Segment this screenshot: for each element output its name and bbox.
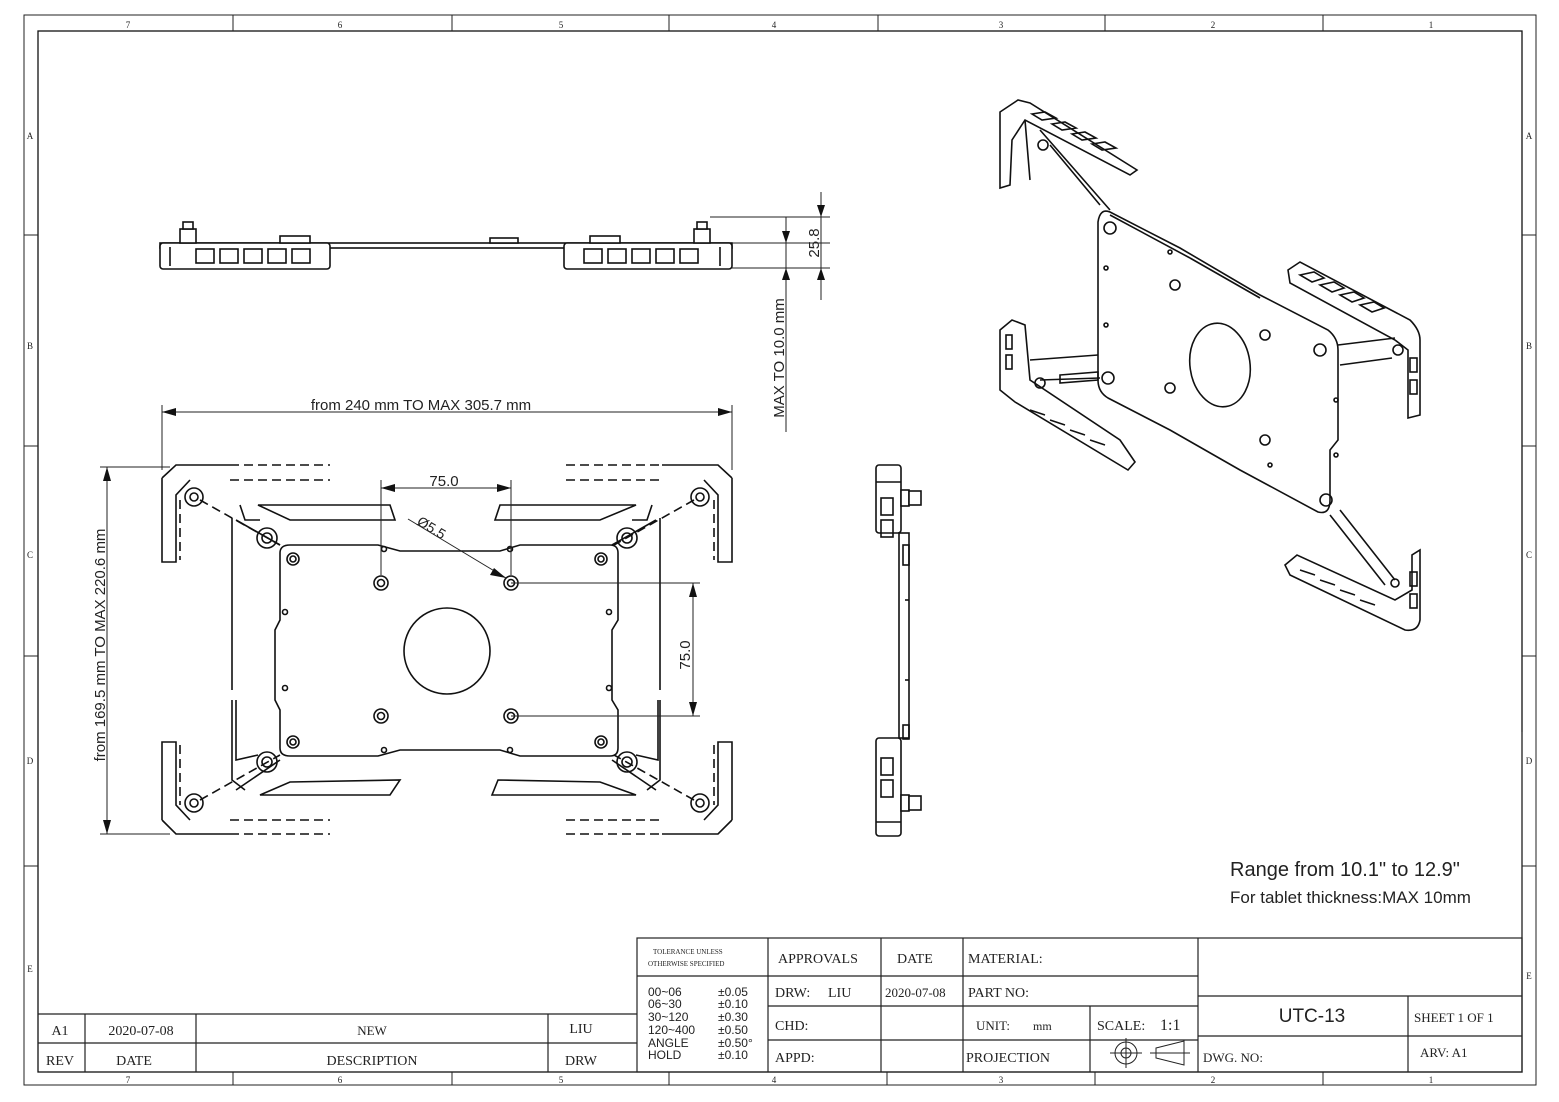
tolerance-title-2: OTHERWISE SPECIFIED xyxy=(648,960,724,968)
unit-value: mm xyxy=(1033,1019,1052,1033)
drw-header: DRW xyxy=(565,1054,598,1069)
tol-range: ANGLE xyxy=(648,1036,689,1050)
row-label-b-r: B xyxy=(1526,341,1532,351)
isometric-view xyxy=(999,99,1421,632)
col-label-2b: 2 xyxy=(1211,1075,1216,1085)
side-view xyxy=(875,464,922,837)
tol-range: 30~120 xyxy=(648,1010,689,1024)
tolerance-title-1: TOLERANCE UNLESS xyxy=(653,948,723,956)
row-label-d: D xyxy=(27,756,34,766)
projection-symbol-icon xyxy=(1110,1038,1190,1068)
front-view xyxy=(161,464,733,835)
tol-range: HOLD xyxy=(648,1048,682,1062)
thickness-note: For tablet thickness:MAX 10mm xyxy=(1230,888,1471,907)
revision-block: A1 2020-07-08 NEW LIU REV DATE DESCRIPTI… xyxy=(38,1013,637,1072)
row-label-a: A xyxy=(27,131,34,141)
material-label: MATERIAL: xyxy=(968,952,1043,967)
tol-value: ±0.10 xyxy=(718,997,748,1011)
col-label-1b: 1 xyxy=(1429,1075,1434,1085)
row-label-c: C xyxy=(27,550,33,560)
appd-label: APPD: xyxy=(775,1051,815,1066)
height-range-dimension: from 169.5 mm TO MAX 220.6 mm xyxy=(92,466,170,835)
col-label-4b: 4 xyxy=(772,1075,777,1085)
col-label-6b: 6 xyxy=(338,1075,343,1085)
rev-value: A1 xyxy=(51,1024,68,1039)
col-label-4: 4 xyxy=(772,20,777,30)
row-label-d-r: D xyxy=(1526,756,1533,766)
drw-label: DRW: xyxy=(775,986,810,1001)
scale-label: SCALE: xyxy=(1097,1019,1145,1034)
top-view xyxy=(159,221,733,270)
tol-value: ±0.05 xyxy=(718,985,748,999)
col-label-7b: 7 xyxy=(126,1075,131,1085)
zone-ticks xyxy=(24,15,1536,1085)
sheet-label: SHEET 1 OF 1 xyxy=(1414,1010,1494,1025)
chd-label: CHD: xyxy=(775,1019,808,1034)
col-label-3b: 3 xyxy=(999,1075,1004,1085)
height-dimension: 25.8 MAX TO 10.0 mm xyxy=(710,192,830,432)
vesa-v-text: 75.0 xyxy=(677,640,694,669)
col-label-7: 7 xyxy=(126,20,131,30)
zone-labels: 7 6 5 4 3 2 1 7 6 5 4 3 2 1 A B C D E A … xyxy=(27,20,1533,1085)
height-range-text: from 169.5 mm TO MAX 220.6 mm xyxy=(92,529,109,762)
outer-border xyxy=(23,14,1537,1086)
height-dim-text: 25.8 xyxy=(806,228,823,257)
date-header: DATE xyxy=(897,952,933,967)
tol-range: 120~400 xyxy=(648,1023,695,1037)
tol-value: ±0.50 xyxy=(718,1023,748,1037)
inner-border xyxy=(37,30,1523,1073)
description-header: DESCRIPTION xyxy=(326,1054,417,1069)
dwg-no-label: DWG. NO: xyxy=(1203,1050,1263,1065)
row-label-c-r: C xyxy=(1526,550,1532,560)
row-label-a-r: A xyxy=(1526,131,1533,141)
col-label-3: 3 xyxy=(999,20,1004,30)
thickness-dim-text: MAX TO 10.0 mm xyxy=(771,298,788,417)
col-label-6: 6 xyxy=(338,20,343,30)
range-note: Range from 10.1" to 12.9" xyxy=(1230,859,1460,881)
tol-range: 00~06 xyxy=(648,985,682,999)
tol-value: ±0.50° xyxy=(718,1036,753,1050)
tolerance-table: 00~06 ±0.05 06~30 ±0.10 30~120 ±0.30 120… xyxy=(648,985,753,1062)
drawing-name: UTC-13 xyxy=(1279,1006,1346,1027)
title-block: TOLERANCE UNLESS OTHERWISE SPECIFIED 00~… xyxy=(636,732,1523,1073)
unit-label: UNIT: xyxy=(976,1018,1010,1033)
row-label-e-r: E xyxy=(1526,971,1532,981)
arv-label: ARV: A1 xyxy=(1420,1045,1467,1060)
tol-value: ±0.30 xyxy=(718,1010,748,1024)
rev-drw: LIU xyxy=(569,1022,592,1037)
col-label-2: 2 xyxy=(1211,20,1216,30)
projection-label: PROJECTION xyxy=(966,1051,1050,1066)
col-label-5: 5 xyxy=(559,20,564,30)
rev-date: 2020-07-08 xyxy=(108,1024,173,1039)
approvals-header: APPROVALS xyxy=(778,952,858,967)
row-label-b: B xyxy=(27,341,33,351)
scale-value: 1:1 xyxy=(1160,1017,1180,1034)
date-col-header: DATE xyxy=(116,1054,152,1069)
width-dimension: from 240 mm TO MAX 305.7 mm xyxy=(161,397,733,470)
col-label-5b: 5 xyxy=(559,1075,564,1085)
tol-range: 06~30 xyxy=(648,997,682,1011)
rev-header: REV xyxy=(46,1054,74,1069)
row-label-e: E xyxy=(27,964,33,974)
col-label-1: 1 xyxy=(1429,20,1434,30)
tol-value: ±0.10 xyxy=(718,1048,748,1062)
vesa-h-text: 75.0 xyxy=(429,473,458,490)
width-range-text: from 240 mm TO MAX 305.7 mm xyxy=(311,397,531,414)
part-no-label: PART NO: xyxy=(968,986,1029,1001)
drw-name: LIU xyxy=(828,986,851,1001)
drw-date: 2020-07-08 xyxy=(885,985,946,1000)
hole-dim-text: Ø5.5 xyxy=(414,513,448,542)
rev-description: NEW xyxy=(357,1023,387,1038)
